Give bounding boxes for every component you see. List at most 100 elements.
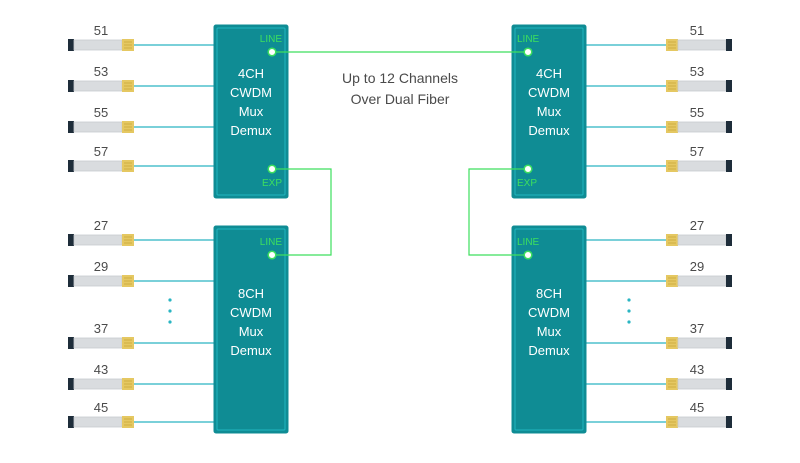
sfp-body (73, 378, 123, 390)
sfp-latch (68, 121, 74, 133)
module-label-line: CWDM (230, 85, 272, 100)
sfp-latch (68, 39, 74, 51)
sfp-transceiver-icon (68, 234, 134, 246)
sfp-body (677, 275, 727, 287)
channel-label: 45 (690, 400, 704, 415)
sfp-transceiver-icon (68, 378, 134, 390)
sfp-latch (68, 337, 74, 349)
ellipsis-dot (168, 320, 172, 324)
link-layer (272, 51, 528, 256)
sfp-transceiver-icon (666, 160, 732, 172)
ellipsis-dot (627, 320, 631, 324)
sfp-latch (726, 39, 732, 51)
sfp-body (677, 378, 727, 390)
module-box (511, 24, 587, 199)
fiber-layer (134, 44, 666, 423)
ellipsis-dot (627, 298, 631, 302)
vertical-ellipsis-icon (627, 298, 631, 324)
module-label-line: Mux (537, 104, 562, 119)
channel-label: 51 (690, 23, 704, 38)
port-label-line: LINE (517, 237, 540, 248)
module-label-line: Demux (528, 343, 570, 358)
channel-label: 43 (690, 362, 704, 377)
sfp-transceiver-icon (666, 121, 732, 133)
sfp-latch (726, 121, 732, 133)
sfp-body (73, 337, 123, 349)
sfp-latch (726, 80, 732, 92)
port-dot (523, 47, 533, 57)
module-box (213, 225, 289, 434)
channel-label: 29 (690, 259, 704, 274)
module-label-line: 4CH (238, 66, 264, 81)
module-label-line: 4CH (536, 66, 562, 81)
sfp-body (73, 121, 123, 133)
sfp-transceiver-icon (666, 275, 732, 287)
sfp-body (73, 416, 123, 428)
channel-label: 27 (94, 218, 108, 233)
module-inner-border (514, 27, 584, 196)
sfp-latch (68, 234, 74, 246)
channel-label: 37 (94, 321, 108, 336)
ellipsis-dot (168, 298, 172, 302)
sfp-body (677, 39, 727, 51)
sfp-latch (726, 337, 732, 349)
sfp-transceiver-icon (68, 416, 134, 428)
sfp-transceiver-icon (666, 39, 732, 51)
channel-label: 57 (690, 144, 704, 159)
sfp-latch (68, 416, 74, 428)
port-label-line: LINE (517, 34, 540, 45)
port-dot (523, 164, 533, 174)
port-label-line: LINE (260, 34, 283, 45)
caption-line-1: Up to 12 Channels (342, 70, 458, 86)
channel-label: 53 (94, 64, 108, 79)
channel-label: 29 (94, 259, 108, 274)
port-dot (267, 164, 277, 174)
port-dot (267, 47, 277, 57)
caption-line-2: Over Dual Fiber (351, 91, 450, 107)
channel-label: 55 (690, 105, 704, 120)
module-label-line: Demux (230, 123, 272, 138)
sfp-transceiver-icon (68, 337, 134, 349)
sfp-transceiver-icon (666, 80, 732, 92)
port-label-line: LINE (260, 237, 283, 248)
sfp-body (73, 234, 123, 246)
sfp-latch (726, 234, 732, 246)
port-dot (523, 250, 533, 260)
sfp-body (677, 234, 727, 246)
module-box (213, 24, 289, 199)
sfp-latch (726, 275, 732, 287)
sfp-transceiver-icon (666, 337, 732, 349)
module-layer: 4CHCWDMMuxDemuxLINEEXP8CHCWDMMuxDemuxLIN… (213, 24, 587, 434)
sfp-transceiver-icon (68, 121, 134, 133)
module-label-line: Mux (239, 324, 264, 339)
module-label-line: Demux (528, 123, 570, 138)
sfp-transceiver-icon (666, 234, 732, 246)
module-inner-border (216, 27, 286, 196)
ellipsis-dot (168, 309, 172, 313)
sfp-latch (726, 416, 732, 428)
vertical-ellipsis-icon (168, 298, 172, 324)
module-box (511, 225, 587, 434)
channel-label: 57 (94, 144, 108, 159)
channel-label: 51 (94, 23, 108, 38)
sfp-body (73, 160, 123, 172)
channel-label: 43 (94, 362, 108, 377)
channel-label: 27 (690, 218, 704, 233)
port-dot (267, 250, 277, 260)
sfp-latch (68, 160, 74, 172)
module-label-line: CWDM (528, 305, 570, 320)
sfp-latch (726, 378, 732, 390)
sfp-body (73, 39, 123, 51)
port-label-exp: EXP (262, 178, 282, 189)
channel-label: 45 (94, 400, 108, 415)
ellipsis-dot (627, 309, 631, 313)
sfp-body (677, 337, 727, 349)
channel-label: 55 (94, 105, 108, 120)
sfp-body (677, 80, 727, 92)
sfp-transceiver-icon (666, 416, 732, 428)
